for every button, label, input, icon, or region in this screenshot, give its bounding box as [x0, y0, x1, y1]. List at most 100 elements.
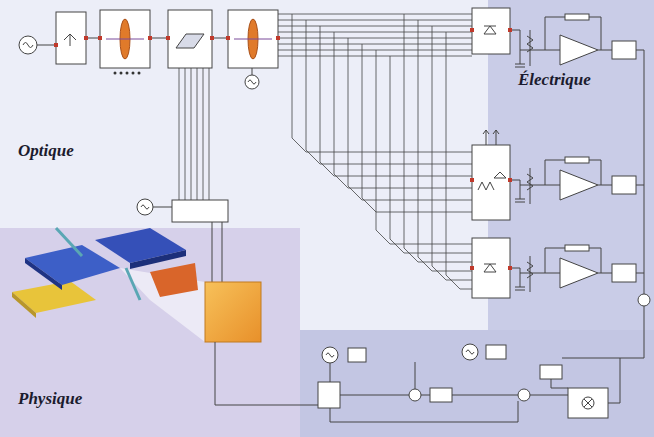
fiber-bus: [54, 43, 58, 47]
fiber-bus: [84, 36, 88, 40]
region-band: Électrique: [488, 0, 654, 330]
fiber-bus: [185, 68, 186, 200]
region-band: Physique: [0, 228, 300, 437]
mems-mirror-illustration: [56, 228, 82, 256]
optical-chain: [212, 38, 228, 39]
mems-mirror-illustration: [130, 250, 186, 269]
control-loop: [322, 347, 338, 363]
control-loop: [348, 348, 366, 362]
optical-chain: [23, 43, 33, 48]
optical-chain: [150, 38, 168, 39]
optical-chain: [64, 34, 76, 46]
optical-chain: [248, 80, 256, 84]
amplifier-circuit: [565, 245, 589, 251]
fiber-bus: [470, 178, 474, 182]
fiber-bus: [278, 50, 472, 51]
mems-mirror-illustration: [25, 245, 120, 285]
actuator-drive: [222, 222, 223, 282]
fiber-bus: [306, 20, 472, 164]
amplifier-circuit: [612, 41, 636, 59]
control-loop: [318, 382, 340, 408]
control-loop: [326, 353, 334, 357]
amplifier-circuit: [560, 170, 598, 200]
amplifier-circuit: [598, 185, 612, 186]
actuator-drive: [141, 205, 149, 209]
region-label: Physique: [18, 389, 82, 409]
detector-block: [496, 130, 497, 145]
amplifier-circuit: [545, 160, 601, 185]
actuator-drive: [212, 222, 213, 282]
mems-mirror-illustration: [205, 282, 261, 342]
mems-mirror-illustration: [25, 258, 62, 290]
optical-chain: [106, 39, 144, 40]
fiber-bus: [470, 266, 474, 270]
amplifier-circuit: [560, 258, 598, 288]
fiber-bus: [276, 36, 280, 40]
region-ground: [0, 228, 300, 437]
optical-chain: [126, 72, 129, 75]
fiber-bus: [203, 68, 204, 200]
amplifier-circuit: [510, 14, 650, 358]
optical-chain: [19, 10, 278, 89]
optical-chain: [19, 36, 37, 54]
optical-chain: [138, 72, 141, 75]
control-loop: [415, 362, 518, 395]
mems-mirror-illustration: [126, 268, 140, 300]
detector-block: [472, 8, 510, 54]
fiber-bus: [432, 26, 472, 280]
control-loop: [530, 358, 634, 407]
optical-chain: [37, 45, 56, 46]
region-ground: [488, 0, 654, 330]
optical-chain: [228, 10, 278, 68]
fiber-bus: [334, 32, 472, 188]
optical-chain: [114, 72, 141, 75]
optical-chain: [176, 34, 204, 48]
amplifier-circuit: [565, 14, 589, 20]
fiber-bus: [209, 68, 210, 200]
optical-chain: [245, 75, 259, 89]
control-loop: [462, 344, 478, 360]
control-loop: [518, 389, 530, 401]
fiber-bus: [278, 38, 472, 39]
fiber-bus: [278, 56, 472, 57]
fiber-bus: [508, 266, 512, 270]
control-loop: [409, 389, 421, 401]
actuator-drive: [137, 199, 153, 215]
control-loop: [486, 345, 506, 359]
control-loop: [540, 365, 562, 379]
fiber-bus: [348, 38, 472, 200]
region-band: Optique: [0, 0, 488, 228]
fiber-bus: [278, 14, 472, 15]
region-label: Électrique: [518, 70, 591, 90]
amplifier-circuit: [560, 35, 598, 65]
control-loop: [215, 342, 318, 405]
optical-chain: [234, 39, 272, 40]
fiber-bus: [362, 44, 472, 212]
fiber-bus: [278, 44, 472, 45]
control-loop: [330, 363, 409, 395]
fiber-bus: [191, 68, 192, 200]
mems-mirror-illustration: [12, 281, 96, 313]
detector-block: [484, 264, 496, 272]
optical-chain: [56, 12, 86, 64]
fiber-bus: [418, 20, 472, 271]
control-loop: [466, 350, 474, 354]
mems-mirror-illustration: [150, 263, 198, 297]
amplifier-circuit: [634, 306, 644, 358]
fiber-bus: [278, 32, 472, 33]
amplifier-circuit: [510, 256, 560, 292]
fiber-bus: [197, 68, 198, 200]
amplifier-circuit: [636, 50, 644, 294]
optical-chain: [120, 72, 123, 75]
fiber-bus: [404, 14, 472, 262]
detector-block: [483, 130, 499, 134]
fiber-bus: [54, 14, 512, 289]
amplifier-circuit: [598, 273, 612, 274]
fiber-bus: [446, 32, 472, 289]
amplifier-circuit: [510, 30, 560, 67]
amplifier-circuit: [545, 248, 601, 273]
